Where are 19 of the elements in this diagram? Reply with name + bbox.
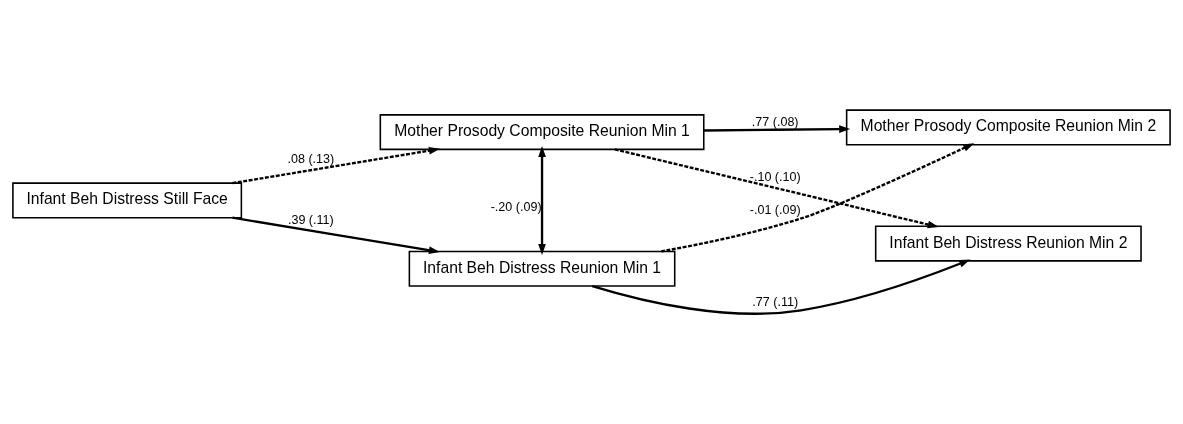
edge-label: -.01 (.09) (749, 203, 801, 218)
edge-label: .08 (.13) (287, 151, 335, 166)
arrow (592, 259, 971, 315)
node-box: Infant Beh Distress Reunion Min 2 (874, 225, 1142, 262)
edge-label: .39 (.11) (287, 212, 334, 227)
arrow (538, 146, 546, 255)
arrow (232, 146, 440, 185)
edge-label: -.20 (.09) (490, 199, 542, 214)
arrow (704, 125, 851, 133)
edge-label: -.10 (.10) (749, 169, 801, 184)
edge-label: .77 (.11) (752, 295, 799, 310)
arrow (661, 143, 975, 253)
arrow (614, 148, 939, 229)
node-box: Infant Beh Distress Reunion Min 1 (408, 250, 676, 287)
arrow (232, 216, 440, 254)
node-box: Mother Prosody Composite Reunion Min 1 (379, 114, 705, 151)
node-box: Infant Beh Distress Still Face (12, 182, 243, 219)
edge-label: .77 (.08) (751, 114, 799, 129)
node-box: Mother Prosody Composite Reunion Min 2 (845, 109, 1171, 146)
